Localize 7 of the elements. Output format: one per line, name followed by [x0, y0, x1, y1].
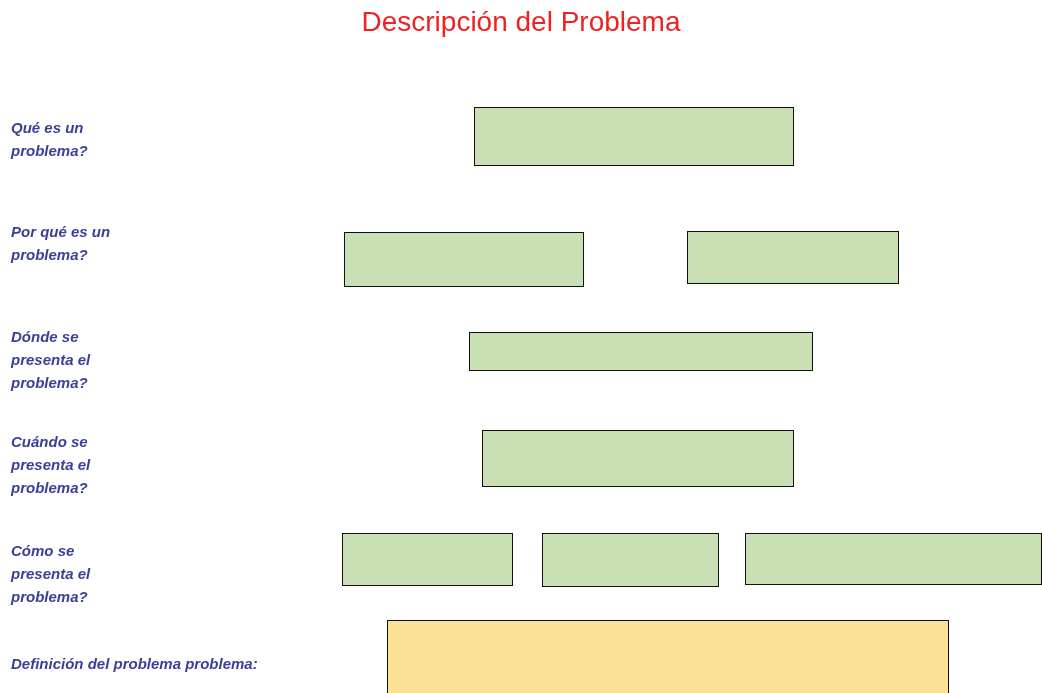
title: Descripción del Problema [361, 6, 681, 38]
question-label: Dónde se presenta el problema? [11, 327, 92, 393]
question-label: Definición del problema problema: [11, 654, 259, 674]
question-label: Por qué es un problema? [11, 222, 112, 265]
question-label: Qué es un problema? [11, 118, 89, 161]
question-label: Cuándo se presenta el problema? [11, 432, 92, 498]
question-label: Cómo se presenta el problema? [11, 541, 92, 607]
